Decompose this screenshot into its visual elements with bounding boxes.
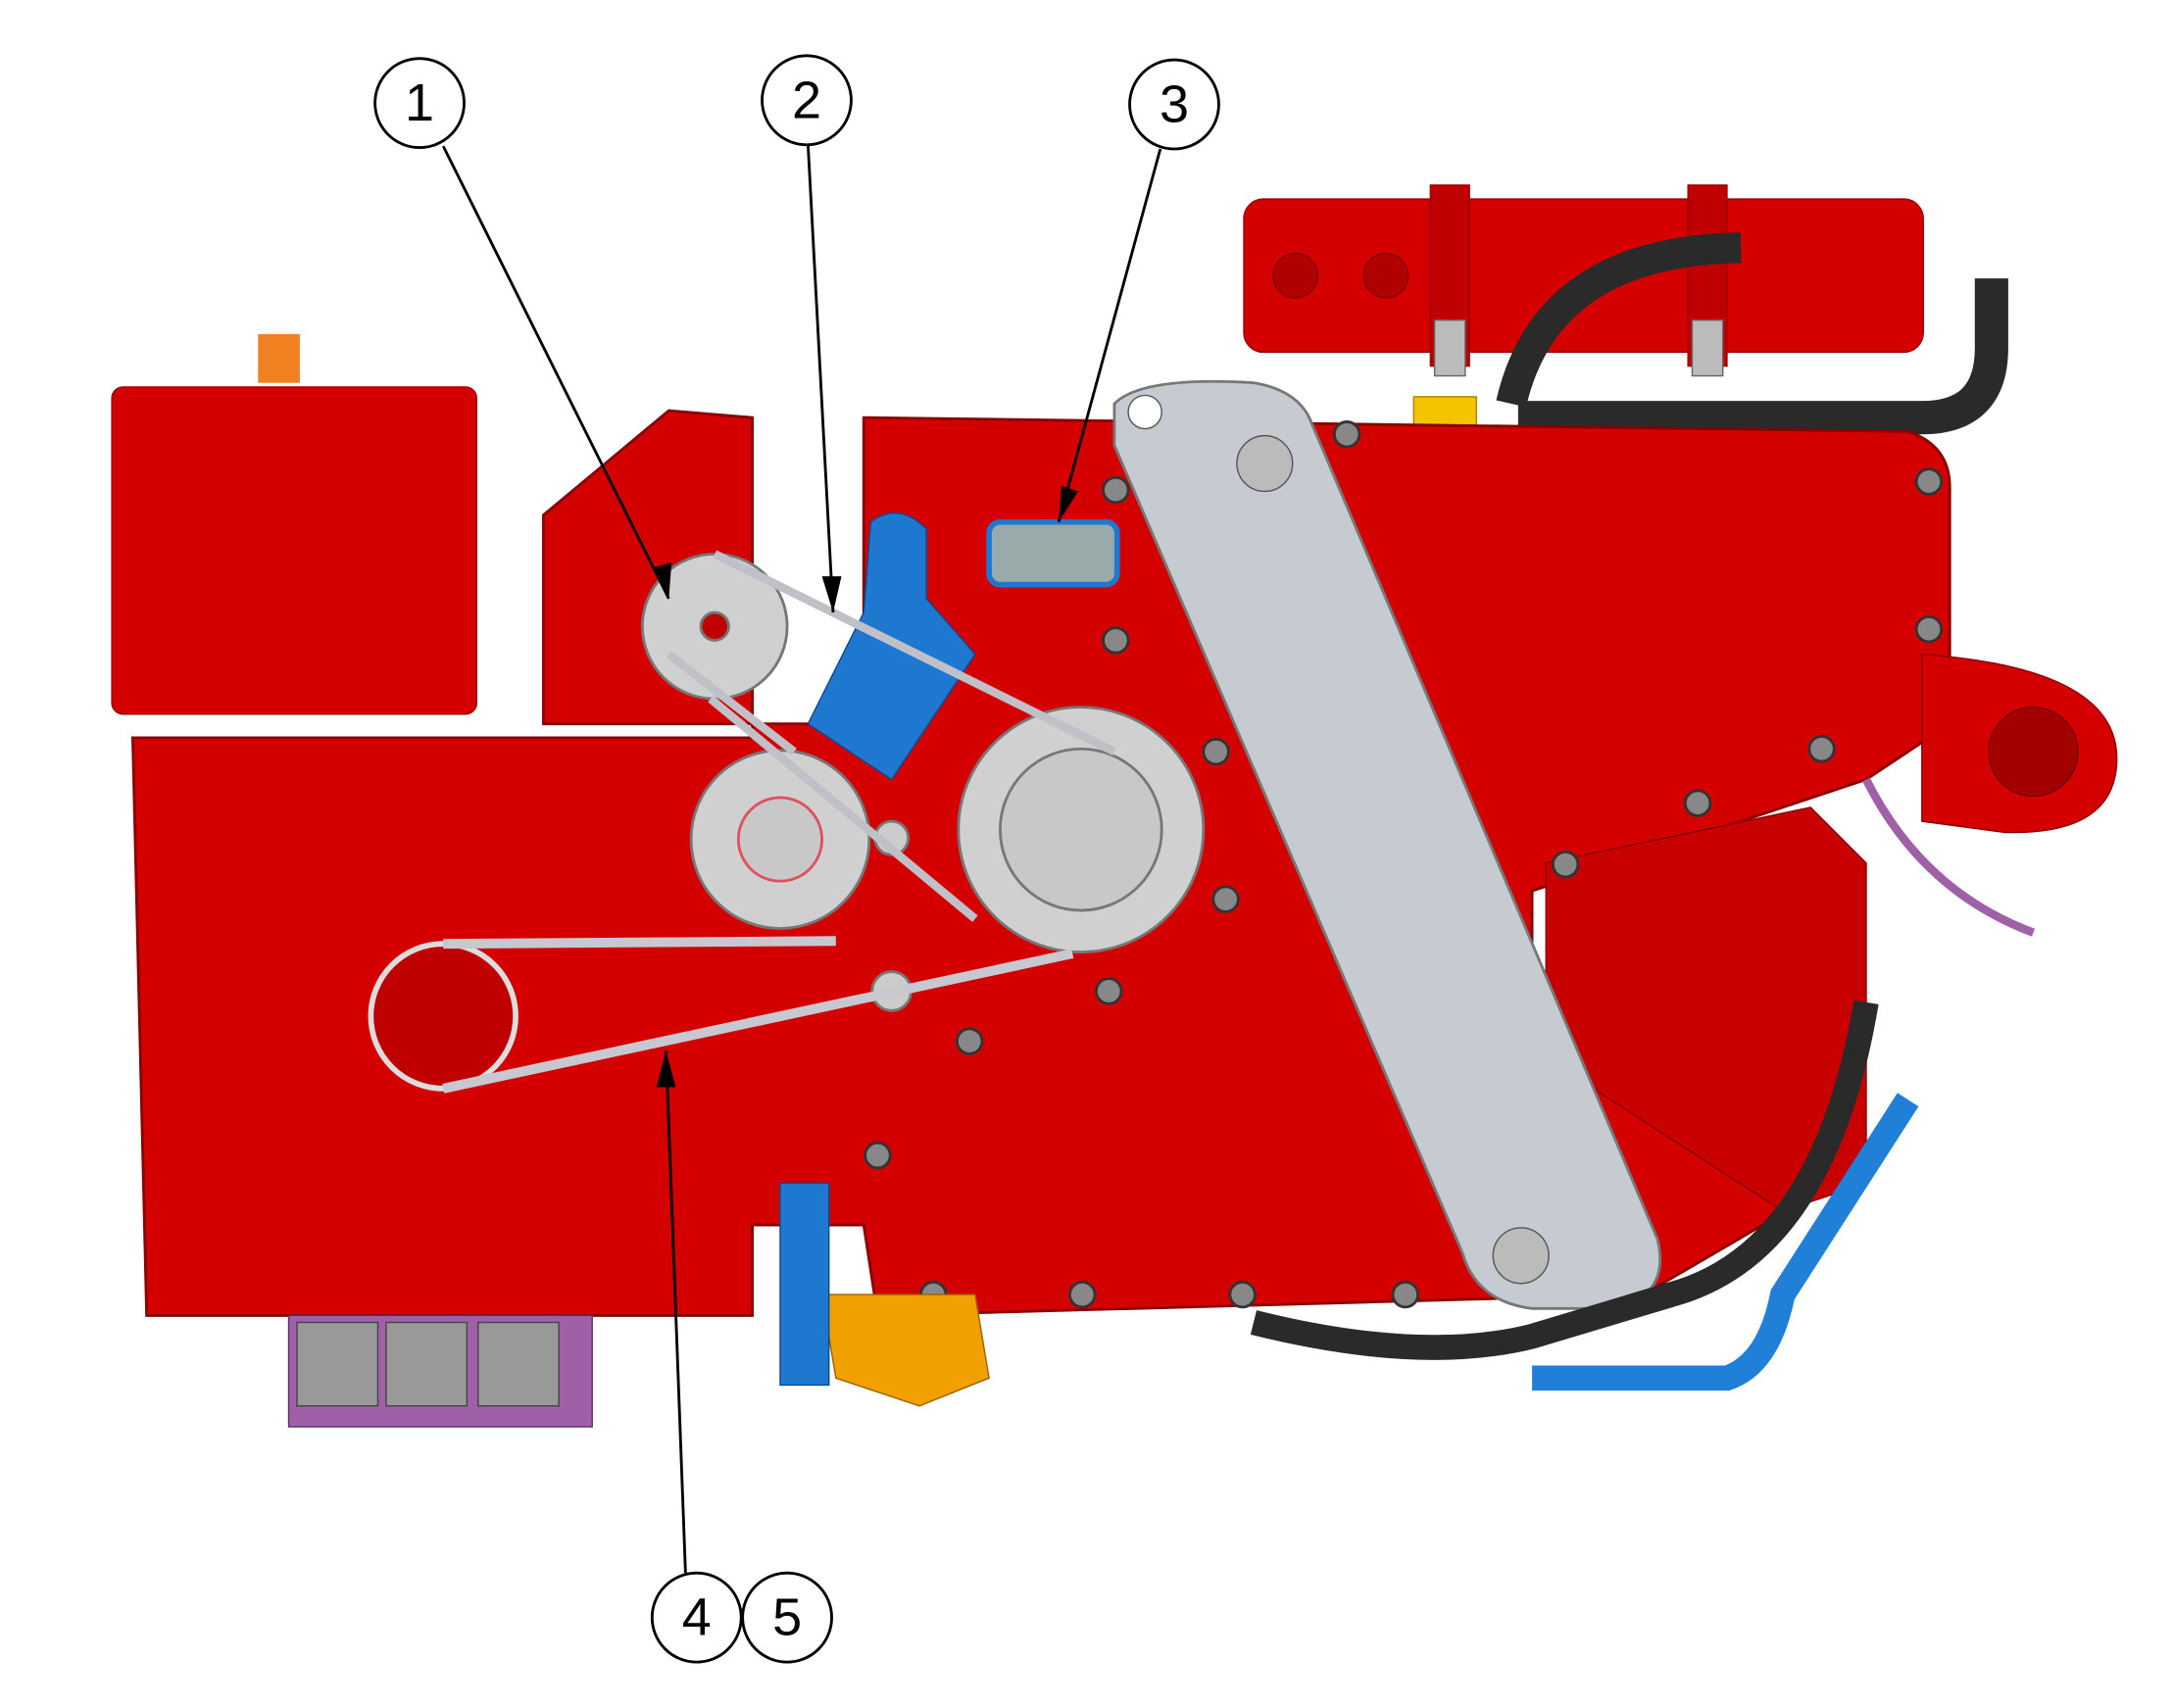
- support-strap: [1112, 379, 1662, 1310]
- pulleys: [368, 552, 1206, 1092]
- callout-label: 2: [792, 71, 821, 129]
- hose-top: [1496, 232, 1742, 408]
- arrowheads: [652, 485, 1078, 1088]
- tensioner-bracket: [807, 512, 976, 781]
- control-box: [111, 386, 478, 715]
- callout-5: 5: [741, 1571, 833, 1664]
- belt-lower: [442, 936, 1074, 1094]
- belt-upper: [666, 550, 1116, 922]
- callout-label: 3: [1160, 75, 1189, 134]
- callout-3: 3: [1128, 58, 1220, 151]
- callout-label: 5: [772, 1588, 802, 1647]
- hose-right: [1517, 278, 2008, 435]
- callout-2: 2: [761, 54, 853, 147]
- fuel-pump: [820, 1293, 990, 1407]
- black-hose-lower: [1250, 1000, 1879, 1360]
- blue-hose: [1532, 1093, 1919, 1391]
- callout-label: 1: [405, 73, 434, 132]
- callout-label: 4: [682, 1588, 712, 1647]
- callout-1: 1: [373, 57, 466, 149]
- callout-4: 4: [650, 1571, 743, 1664]
- leader-lines: [441, 144, 1162, 1574]
- tensioner-spring: [986, 518, 1120, 588]
- bolts: [864, 420, 1944, 1309]
